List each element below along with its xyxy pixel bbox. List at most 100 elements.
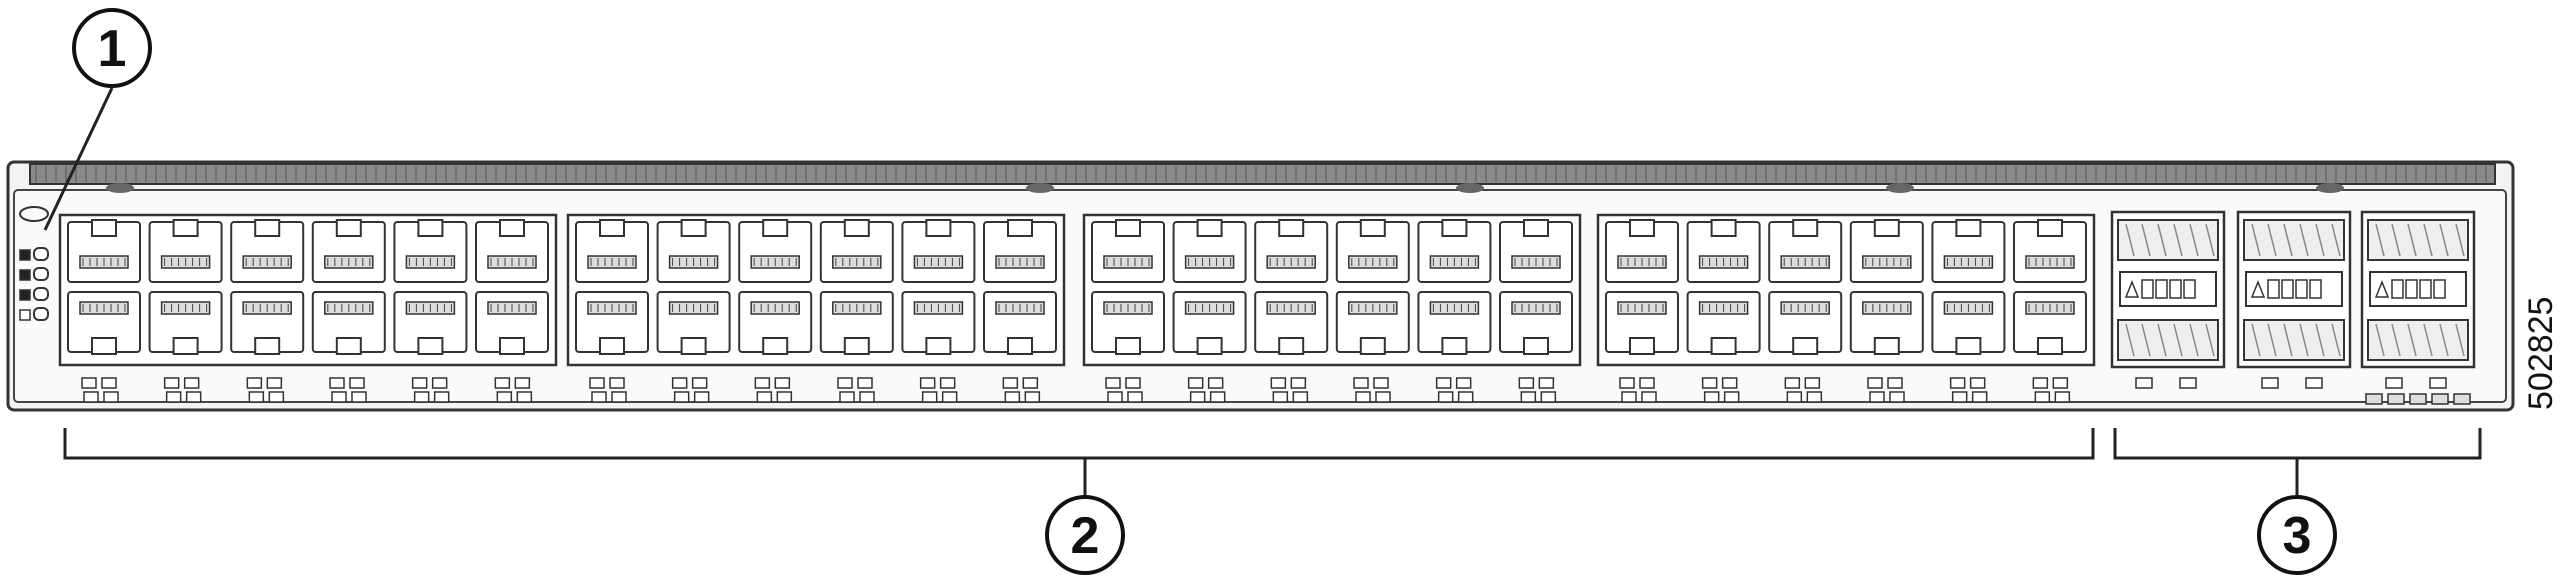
port-latch: [417, 219, 444, 237]
port-led: [413, 391, 430, 403]
sfp-slot-detail: [2189, 223, 2199, 257]
port-latch: [2037, 219, 2063, 237]
rj45-port: [656, 291, 731, 355]
sfp-slot-detail: [2141, 323, 2151, 357]
rj45-port: [738, 291, 813, 355]
port-led: [81, 377, 97, 389]
sfp-slot-detail: [2283, 323, 2293, 357]
rj45-port: [2013, 291, 2087, 355]
callout-3: 3: [2257, 495, 2337, 575]
rj45-port: [656, 219, 731, 283]
bracket-sfp: [2113, 428, 2482, 495]
port-led: [1187, 377, 1204, 389]
port-led: [1701, 377, 1718, 389]
port-led: [1703, 391, 1720, 403]
port-led: [1806, 391, 1823, 403]
port-led: [1804, 377, 1821, 389]
port-led: [101, 377, 117, 389]
rj45-port: [1499, 291, 1573, 355]
sfp-slot: [2367, 219, 2469, 261]
rj45-port: [1605, 291, 1679, 355]
port-led: [1105, 377, 1121, 389]
sfp-extra-led: [2431, 393, 2449, 405]
port-latch: [1359, 337, 1386, 355]
port-led: [1869, 391, 1885, 403]
port-led: [329, 377, 345, 389]
port-led: [1520, 391, 1537, 403]
port-latch: [1115, 337, 1141, 355]
rj45-port: [1172, 219, 1247, 283]
sfp-slot-detail: [2283, 223, 2293, 257]
sfp-label-glyph: [2391, 279, 2404, 299]
mount-screw: [1456, 183, 1484, 193]
port-led: [431, 377, 448, 389]
port-latch: [91, 219, 117, 237]
port-latch: [1007, 219, 1033, 237]
rj45-port: [1768, 219, 1843, 283]
port-led: [1721, 377, 1738, 389]
sfp-slot-detail: [2407, 223, 2417, 257]
port-latch: [91, 337, 117, 355]
sfp-slot-detail: [2157, 223, 2167, 257]
port-latch: [1007, 337, 1033, 355]
port-led: [1272, 391, 1289, 403]
port-latch: [762, 337, 789, 355]
port-led: [919, 377, 936, 389]
mount-screws: [106, 183, 2344, 193]
port-latch: [499, 337, 525, 355]
sfp-label-plate: [2369, 271, 2467, 307]
sfp-slot-detail: [2315, 323, 2325, 357]
port-led: [776, 391, 793, 403]
port-latch: [1629, 219, 1655, 237]
port-led: [1969, 377, 1986, 389]
sfp-label-glyph: [2405, 279, 2418, 299]
port-led: [2052, 377, 2069, 389]
sfp-slot-detail: [2205, 223, 2215, 257]
sfp-slot-detail: [2375, 223, 2385, 257]
mount-screw: [1886, 183, 1914, 193]
port-led: [496, 391, 513, 403]
callout-label: 2: [1071, 507, 1100, 565]
sfp-triangle-icon: [2374, 279, 2390, 298]
port-latch: [172, 219, 199, 237]
port-latch: [762, 219, 789, 237]
port-led: [494, 377, 511, 389]
port-group: [566, 213, 1066, 403]
port-led: [246, 377, 263, 389]
port-led: [671, 377, 688, 389]
rj45-port: [393, 291, 468, 355]
sfp-slot-detail: [2125, 223, 2135, 257]
rj45-port: [311, 219, 386, 283]
callout-circle: [2257, 495, 2337, 575]
port-latch: [1873, 337, 1900, 355]
port-led: [1290, 377, 1307, 389]
rj45-port: [738, 219, 813, 283]
port-latch: [680, 337, 707, 355]
port-led: [1022, 377, 1039, 389]
sfp-label-plate: [2245, 271, 2343, 307]
port-led: [1639, 377, 1655, 389]
rj45-port: [1254, 219, 1329, 283]
port-latch: [1196, 219, 1223, 237]
port-led: [1270, 377, 1287, 389]
port-led: [1971, 391, 1988, 403]
port-led: [859, 391, 875, 403]
port-latch: [925, 337, 952, 355]
port-latch: [680, 219, 707, 237]
port-led: [591, 391, 607, 403]
sfp-slot-detail: [2251, 323, 2261, 357]
rj45-port: [1335, 291, 1410, 355]
sfp-slot-detail: [2439, 223, 2449, 257]
port-led: [248, 391, 265, 403]
sfp-led: [2179, 377, 2197, 389]
port-led: [839, 391, 855, 403]
port-latch: [1629, 337, 1655, 355]
bracket-line: [63, 428, 2095, 460]
port-led: [351, 391, 367, 403]
port-latch: [599, 337, 625, 355]
sfp-label-glyph: [2419, 279, 2432, 299]
port-led: [2032, 377, 2049, 389]
sfp-slot-detail: [2299, 323, 2309, 357]
sfp-slot-detail: [2141, 223, 2151, 257]
